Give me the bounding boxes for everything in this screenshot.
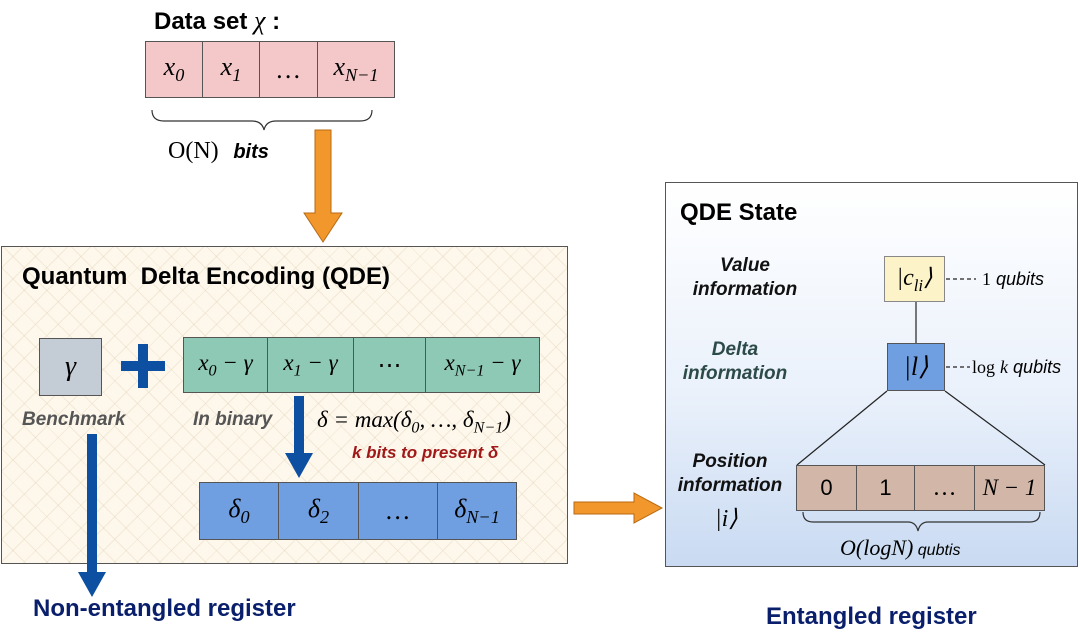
dataset-brace [151, 109, 373, 131]
qde-title: Quantum Delta Encoding (QDE) [22, 263, 391, 290]
binary-label: In binary [193, 409, 273, 430]
dataset-cell: x0 [146, 42, 203, 97]
entangled-register-label: Entangled register [766, 603, 977, 630]
dataset-title-text: Data set [154, 8, 248, 35]
non-entangled-register-label: Non-entangled register [33, 595, 296, 622]
diff-cell: x0 − γ [184, 338, 268, 392]
diff-cell: xN−1 − γ [444, 349, 521, 380]
dataset-title: Data set χ : [154, 6, 280, 37]
orange-down-arrow [303, 129, 343, 243]
dataset-cell: x1 [203, 42, 260, 97]
position-cell: … [915, 466, 975, 510]
qde-state-title: QDE State [680, 199, 798, 226]
delta-ket: |l⟩ [903, 352, 929, 381]
delta-cell: δN−1 [454, 493, 500, 528]
blue-binary-arrow [285, 396, 313, 478]
position-ket: |i⟩ [715, 506, 738, 532]
k-bits-note: k bits to present δ [352, 443, 499, 462]
position-cell: N − 1 [982, 475, 1037, 500]
dataset-cell: … [260, 42, 318, 97]
plus-icon-v [138, 344, 148, 388]
position-size: O(logN) qubtis [840, 535, 961, 560]
dataset-cell: xN−1 [333, 52, 379, 86]
position-cell: 1 [857, 466, 915, 510]
delta-ket-box: |l⟩ [887, 343, 945, 391]
diff-row: x0 − γ x1 − γ ⋯ xN−1 − γ [183, 337, 540, 393]
delta-cell: δ0 [200, 483, 279, 539]
fan-right-line [944, 390, 1046, 466]
fan-left-line [796, 390, 888, 466]
diff-cell: ⋯ [354, 338, 426, 392]
delta-cell: … [359, 483, 438, 539]
dataset-size-math: O(N) [168, 138, 219, 164]
value-qubits: 1 qubits [982, 269, 1045, 289]
position-cell: 0 [797, 466, 857, 510]
position-row: 0 1 … N − 1 [796, 465, 1045, 511]
delta-cell: δ2 [279, 483, 359, 539]
benchmark-label: Benchmark [22, 409, 126, 430]
blue-register-arrow [78, 434, 106, 597]
position-brace [802, 511, 1041, 532]
value-ket-box: |cli⟩ [884, 256, 945, 302]
gamma-symbol: γ [64, 351, 77, 382]
delta-row: δ0 δ2 … δN−1 [199, 482, 517, 540]
dataset-row: x0 x1 … xN−1 [145, 41, 395, 98]
dataset-colon: : [272, 8, 281, 35]
delta-formula: δ = max(δ0, …, δN−1) [317, 407, 511, 437]
gamma-box: γ [39, 338, 102, 396]
orange-right-arrow [573, 492, 664, 524]
dataset-symbol: χ [254, 6, 266, 35]
diff-cell: x1 − γ [268, 338, 354, 392]
delta-qubits: log k qubits [972, 357, 1062, 377]
dataset-size: O(N) bits [168, 136, 269, 167]
dataset-size-unit: bits [233, 141, 269, 163]
